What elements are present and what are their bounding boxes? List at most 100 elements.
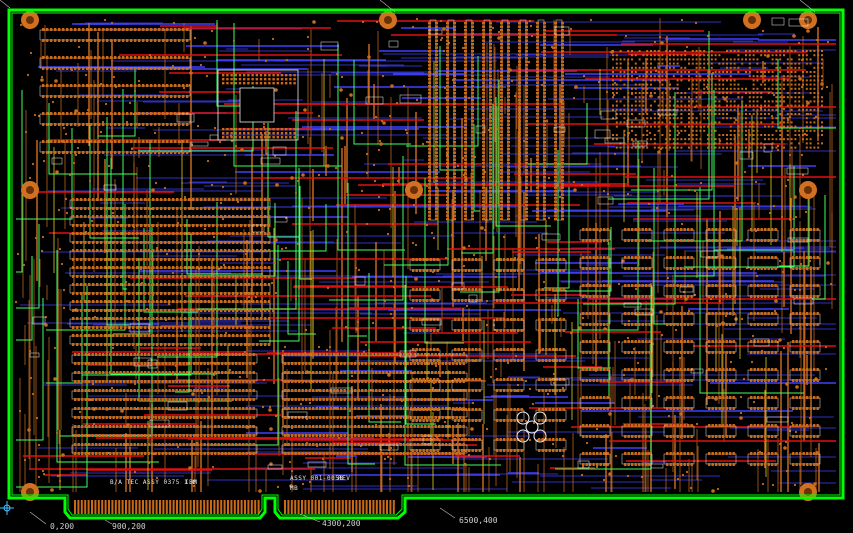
ic-footprint[interactable] [747,340,779,354]
ic-footprint[interactable] [663,312,695,326]
ic-footprint[interactable] [409,408,441,422]
ic-footprint[interactable] [621,452,653,466]
ic-footprint[interactable] [535,408,567,422]
ic-footprint[interactable] [789,284,821,298]
ic-footprint[interactable] [536,19,546,221]
ic-footprint[interactable] [69,266,271,278]
ic-footprint[interactable] [579,340,611,354]
ic-footprint[interactable] [39,112,191,126]
ic-footprint[interactable] [747,284,779,298]
ic-footprint[interactable] [69,334,271,346]
ic-footprint[interactable] [493,408,525,422]
ic-footprint[interactable] [747,312,779,326]
ic-footprint[interactable] [493,288,525,302]
ic-footprint[interactable] [281,371,468,383]
ic-footprint[interactable] [409,348,441,362]
ic-footprint[interactable] [579,256,611,270]
ic-footprint[interactable] [69,317,271,329]
ic-footprint[interactable] [705,228,737,242]
ic-footprint[interactable] [579,368,611,382]
ic-footprint[interactable] [71,371,258,383]
ic-footprint[interactable] [705,312,737,326]
ic-footprint[interactable] [705,452,737,466]
ic-footprint[interactable] [747,424,779,438]
ic-footprint[interactable] [705,340,737,354]
ic-footprint[interactable] [493,318,525,332]
ic-footprint[interactable] [281,443,468,455]
mounting-hole-icon[interactable] [21,181,39,199]
ic-footprint[interactable] [451,378,483,392]
ic-footprint[interactable] [71,389,258,401]
ic-footprint[interactable] [493,438,525,452]
ic-footprint[interactable] [69,283,271,295]
ic-footprint[interactable] [579,228,611,242]
ic-footprint[interactable] [409,378,441,392]
ic-footprint[interactable] [39,28,191,42]
ic-footprint[interactable] [535,318,567,332]
ic-footprint[interactable] [535,258,567,272]
ic-footprint[interactable] [705,396,737,410]
ic-footprint[interactable] [663,284,695,298]
mounting-hole-icon[interactable] [405,181,423,199]
ic-footprint[interactable] [789,396,821,410]
ic-footprint[interactable] [39,140,191,154]
ic-footprint[interactable] [621,424,653,438]
ic-footprint[interactable] [789,228,821,242]
ic-footprint[interactable] [621,256,653,270]
ic-footprint[interactable] [663,340,695,354]
ic-footprint[interactable] [281,353,468,365]
ic-footprint[interactable] [409,258,441,272]
ic-footprint[interactable] [428,19,438,221]
ic-footprint[interactable] [482,19,492,221]
ic-footprint[interactable] [705,284,737,298]
ic-footprint[interactable] [69,198,271,210]
ic-footprint[interactable] [789,312,821,326]
ic-footprint[interactable] [500,19,510,221]
ic-footprint[interactable] [705,368,737,382]
origin-crosshair-icon[interactable] [0,501,14,515]
ic-footprint[interactable] [451,258,483,272]
ic-footprint[interactable] [747,256,779,270]
mounting-hole-icon[interactable] [743,11,761,29]
ic-footprint[interactable] [493,348,525,362]
ic-footprint[interactable] [71,407,258,419]
ic-footprint[interactable] [493,258,525,272]
ic-footprint[interactable] [789,452,821,466]
ic-footprint[interactable] [451,318,483,332]
ic-footprint[interactable] [69,300,271,312]
ic-footprint[interactable] [69,232,271,244]
ic-footprint[interactable] [663,228,695,242]
ic-footprint[interactable] [451,408,483,422]
ic-footprint[interactable] [579,396,611,410]
ic-footprint[interactable] [579,312,611,326]
ic-footprint[interactable] [621,396,653,410]
ic-footprint[interactable] [705,424,737,438]
ic-footprint[interactable] [579,284,611,298]
ic-footprint[interactable] [663,256,695,270]
ic-footprint[interactable] [464,19,474,221]
ic-footprint[interactable] [281,389,468,401]
ic-footprint[interactable] [663,452,695,466]
ic-footprint[interactable] [409,438,441,452]
ic-footprint[interactable] [39,84,191,98]
ic-footprint[interactable] [579,424,611,438]
ic-footprint[interactable] [789,424,821,438]
ic-footprint[interactable] [409,288,441,302]
ic-footprint[interactable] [621,312,653,326]
ic-footprint[interactable] [705,256,737,270]
ic-footprint[interactable] [747,368,779,382]
ic-footprint[interactable] [579,452,611,466]
ic-footprint[interactable] [663,396,695,410]
ic-footprint[interactable] [71,353,258,365]
ic-footprint[interactable] [663,368,695,382]
ic-footprint[interactable] [621,368,653,382]
ic-footprint[interactable] [451,348,483,362]
ic-footprint[interactable] [451,438,483,452]
ic-footprint[interactable] [621,228,653,242]
ic-footprint[interactable] [621,340,653,354]
ic-footprint[interactable] [789,256,821,270]
ic-footprint[interactable] [789,340,821,354]
ic-footprint[interactable] [621,284,653,298]
ic-footprint[interactable] [493,378,525,392]
